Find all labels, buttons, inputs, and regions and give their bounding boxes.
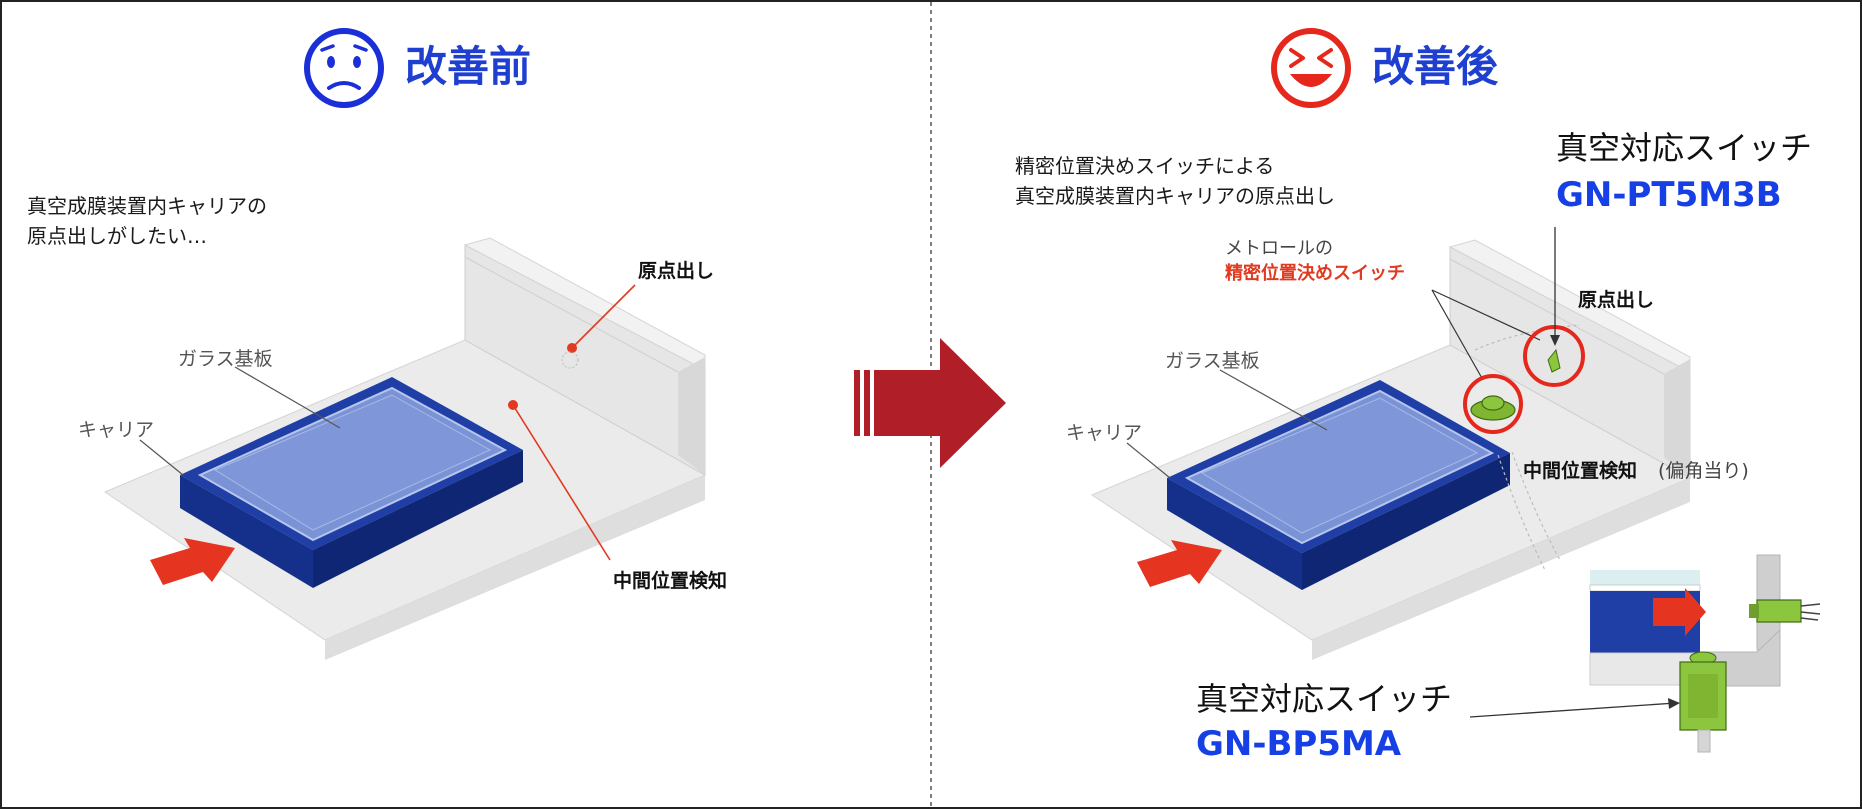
before-middle-label: 中間位置検知: [613, 570, 728, 592]
after-sweep-line-3: [1511, 451, 1561, 561]
after-description-line-1: 精密位置決めスイッチによる: [1015, 154, 1275, 178]
after-title: 改善後: [1372, 42, 1499, 91]
before-glass-leader: [234, 366, 341, 429]
before-origin-label: 原点出し: [638, 260, 715, 282]
before-carrier: [180, 377, 523, 588]
origin-switch-icon: [1523, 325, 1585, 387]
before-carrier-label: キャリア: [78, 419, 155, 441]
after-carrier: [1167, 380, 1510, 590]
happy-face-icon: [1271, 28, 1351, 108]
after-switch-leader-1: [1431, 289, 1484, 381]
after-glass-leader: [1219, 369, 1328, 431]
middle-position-switch-icon: [1463, 374, 1523, 434]
before-description-line-1: 真空成膜装置内キャリアの: [27, 194, 267, 218]
precision-switch-label: 精密位置決めスイッチ: [1225, 263, 1405, 284]
bottom-switch-model: GN-BP5MA: [1196, 724, 1402, 764]
sad-face-icon: [304, 28, 384, 108]
after-carrier-label: キャリア: [1066, 422, 1143, 444]
top-switch-name: 真空対応スイッチ: [1556, 129, 1813, 167]
before-carrier-leader: [139, 439, 184, 476]
bottom-switch-pointer-head: [1668, 698, 1680, 709]
before-origin-dot: [567, 343, 577, 353]
after-middle-note: (偏角当り): [1658, 460, 1749, 482]
after-sweep-line-2: [1497, 454, 1546, 571]
before-glass-label: ガラス基板: [178, 348, 273, 370]
before-middle-leader: [512, 404, 611, 561]
after-middle-label: 中間位置検知: [1523, 460, 1638, 482]
before-origin-leader: [571, 284, 636, 349]
after-description-line-2: 真空成膜装置内キャリアの原点出し: [1015, 184, 1335, 208]
transition-arrow: [854, 338, 1006, 468]
after-push-arrow: [1137, 540, 1222, 587]
top-switch-pointer-head: [1550, 335, 1560, 346]
inset-detail: [1589, 554, 1821, 753]
after-sweep-line-1: [1474, 324, 1581, 351]
bottom-switch-name: 真空対応スイッチ: [1196, 680, 1453, 718]
before-middle-dot: [508, 400, 518, 410]
after-origin-label: 原点出し: [1578, 289, 1655, 311]
after-switch-leader-2: [1431, 289, 1541, 341]
bottom-switch-pointer: [1469, 702, 1677, 718]
after-carrier-leader: [1126, 442, 1171, 479]
before-origin-marker: [561, 351, 579, 369]
before-push-arrow: [150, 538, 235, 585]
after-glass-label: ガラス基板: [1165, 350, 1260, 372]
top-switch-model: GN-PT5M3B: [1556, 175, 1782, 215]
before-title: 改善前: [405, 42, 532, 91]
before-description-line-2: 原点出しがしたい…: [27, 224, 207, 248]
metrol-label: メトロールの: [1225, 238, 1333, 259]
